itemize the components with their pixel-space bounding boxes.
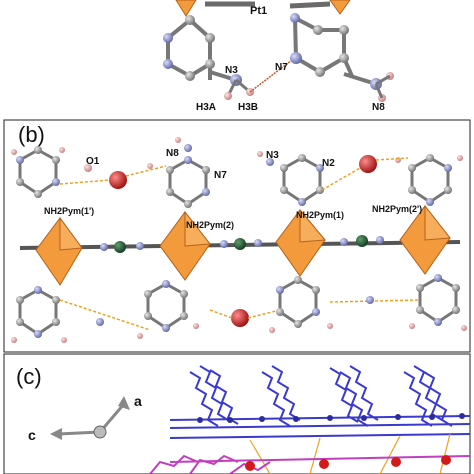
ligand-label-1: NH2Pym(1) bbox=[296, 210, 344, 220]
panel-c-label: (c) bbox=[16, 364, 42, 389]
panel-a: Pt1 N3 H3A H3B N7 bbox=[163, 0, 394, 113]
axis-label-c: c bbox=[28, 427, 36, 443]
ligand-label-2: NH2Pym(2) bbox=[186, 220, 234, 230]
upper-ligand-atoms bbox=[11, 137, 463, 208]
blue-chains bbox=[169, 365, 471, 439]
atom-label-n3: N3 bbox=[225, 65, 238, 76]
pt-polyhedra bbox=[35, 204, 451, 286]
panel-c-frame bbox=[3, 353, 471, 474]
hbonds bbox=[59, 157, 421, 331]
atom-label-n3: N3 bbox=[266, 150, 279, 161]
panel-b-label: (b) bbox=[18, 122, 45, 147]
upper-ligands bbox=[18, 148, 450, 206]
pt-polyhedron-fragment bbox=[175, 0, 197, 17]
ligand-label-2p: NH2Pym(2') bbox=[372, 204, 422, 214]
atom-label-n7: N7 bbox=[275, 62, 288, 73]
panel-b: (b) bbox=[3, 119, 471, 353]
ligand-label-1p: NH2Pym(1') bbox=[44, 206, 94, 216]
water-o bbox=[231, 309, 249, 327]
panel-b-frame bbox=[3, 119, 471, 353]
red-oxygen-atoms bbox=[245, 455, 451, 471]
bridge-atoms bbox=[100, 235, 384, 253]
atom-label-pt1: Pt1 bbox=[250, 5, 267, 17]
pt-polyhedron-fragment bbox=[329, 0, 351, 15]
orange-links bbox=[249, 433, 451, 474]
atom-label-n8: N8 bbox=[166, 148, 179, 159]
axis-label-a: a bbox=[134, 393, 142, 409]
atom-label-o1: O1 bbox=[86, 156, 100, 167]
atom-label-n7: N7 bbox=[214, 170, 227, 181]
atom-label-h3a: H3A bbox=[196, 102, 216, 113]
panel-c: (c) a c bbox=[3, 353, 471, 474]
atom-label-n2: N2 bbox=[322, 158, 335, 169]
lower-ligand-atoms bbox=[11, 274, 467, 343]
blue-atoms bbox=[197, 413, 465, 423]
magenta-chains bbox=[149, 454, 471, 474]
water-o bbox=[359, 155, 377, 173]
atom-label-n8: N8 bbox=[372, 102, 385, 113]
axis-triad: a c bbox=[28, 393, 142, 443]
atom-label-h3b: H3B bbox=[238, 102, 258, 113]
water-o1 bbox=[109, 171, 127, 189]
